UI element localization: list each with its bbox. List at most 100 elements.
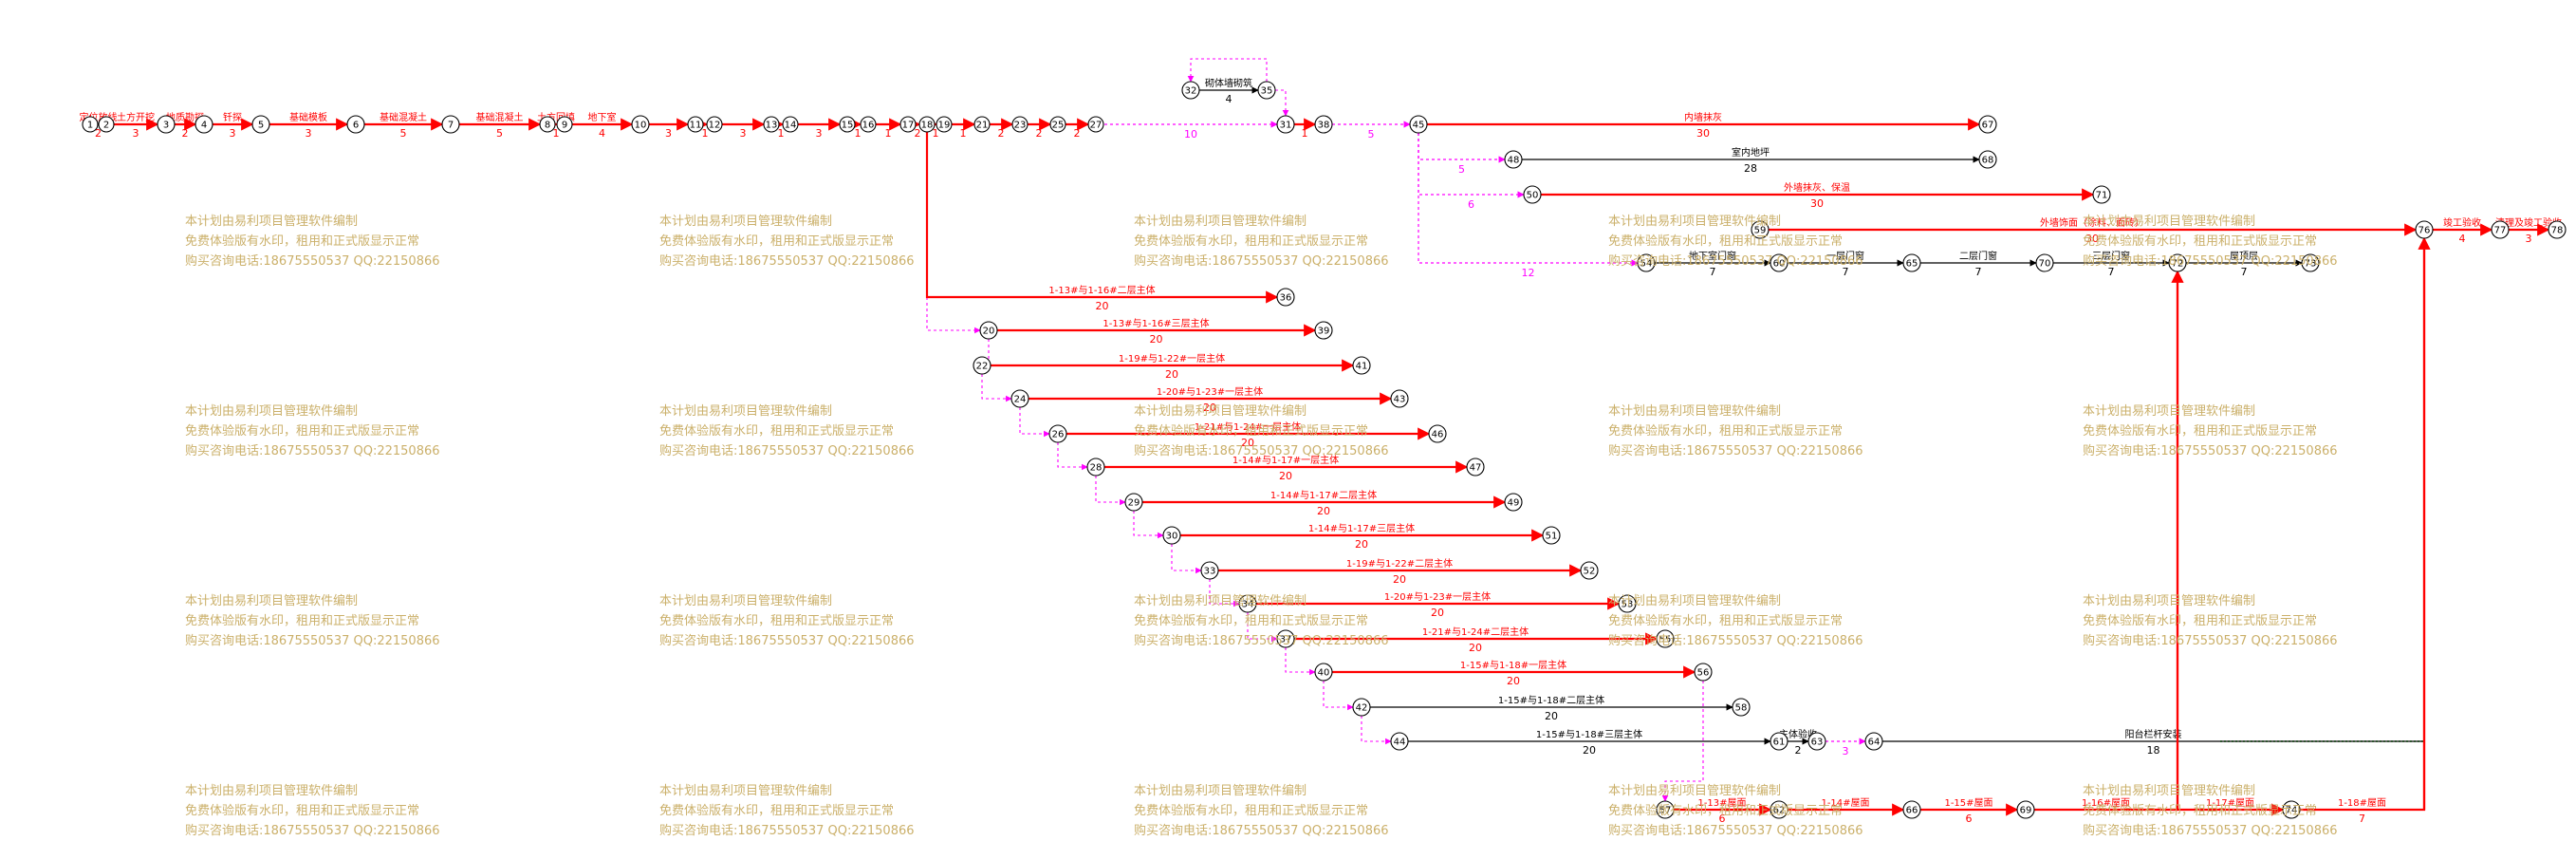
activity-label: 1-14#屋面 [1821,797,1869,809]
watermark-line2: 免费体验版有水印，租用和正式版显示正常 [1608,424,1844,439]
virtual-link-33-34 [1209,579,1240,607]
node-2 [98,116,115,133]
watermark-line1: 本计划由易利项目管理软件编制 [659,594,833,608]
node-59 [1751,220,1770,239]
node-number: 48 [1508,156,1520,166]
activity-duration: 2 [95,127,102,140]
node-number: 55 [1659,635,1672,645]
watermark-line3: 购买咨询电话:18675550537 QQ:22150866 [659,444,915,458]
node-40 [1314,663,1333,682]
watermark-line3: 购买咨询电话:18675550537 QQ:22150866 [1134,634,1389,648]
activity-duration: 7 [2359,813,2365,825]
virtual-link-35-31 [1275,89,1289,117]
activity-label: 1-19#与1-22#一层主体 [1119,353,1225,364]
watermark-block: 本计划由易利项目管理软件编制免费体验版有水印，租用和正式版显示正常购买咨询电话:… [1134,781,1389,841]
watermark-line1: 本计划由易利项目管理软件编制 [185,215,359,229]
activity-duration: 3 [230,127,236,140]
node-46 [1428,424,1447,443]
activity-duration: 4 [1226,93,1232,105]
watermark-line2: 免费体验版有水印，租用和正式版显示正常 [2083,804,2318,818]
activity-duration: 20 [1355,538,1368,551]
node-number: 35 [1261,86,1273,97]
watermark-block: 本计划由易利项目管理软件编制免费体验版有水印，租用和正式版显示正常购买咨询电话:… [2083,591,2338,651]
node-26 [1048,424,1067,443]
activity-duration: 20 [1279,470,1292,482]
watermark-line2: 免费体验版有水印，租用和正式版显示正常 [185,424,420,439]
activity-label: 钎探 [223,111,242,123]
node-78 [2548,220,2567,239]
watermark-line2: 免费体验版有水印，租用和正式版显示正常 [1608,234,1844,249]
node-number: 1 [87,121,93,131]
watermark-line1: 本计划由易利项目管理软件编制 [1134,404,1307,419]
activity-duration: 3 [2526,233,2532,245]
node-18 [918,116,936,133]
node-16 [860,116,877,133]
node-56 [1694,663,1713,682]
node-63 [1807,732,1826,751]
node-14 [782,116,799,133]
node-number: 4 [201,121,207,131]
activity-duration: 20 [1203,402,1216,414]
node-number: 46 [1432,430,1444,440]
node-3 [157,115,176,134]
activity-duration: 30 [1810,197,1824,210]
node-55 [1656,629,1675,648]
activity-duration: 5 [400,127,407,140]
watermark-line2: 免费体验版有水印，租用和正式版显示正常 [1608,804,1844,818]
activity-duration: 18 [2147,744,2160,757]
node-43 [1390,389,1409,408]
node-number: 58 [1735,703,1748,714]
activity-label: 1-13#屋面 [1697,797,1746,809]
node-8 [539,116,556,133]
activity-label: 1-15#与1-18#一层主体 [1460,660,1566,671]
activity-duration: 4 [599,127,605,140]
node-number: 13 [766,121,778,131]
node-19 [936,116,953,133]
watermark-block: 本计划由易利项目管理软件编制免费体验版有水印，租用和正式版显示正常购买咨询电话:… [659,212,915,271]
watermark-line1: 本计划由易利项目管理软件编制 [2083,215,2256,229]
node-76 [2415,220,2434,239]
node-number: 72 [2172,259,2184,270]
node-number: 36 [1280,293,1292,304]
node-70 [2035,253,2054,272]
node-number: 52 [1584,567,1596,577]
virtual-link-37-40 [1285,647,1316,676]
watermark-line2: 免费体验版有水印，租用和正式版显示正常 [1608,614,1844,628]
node-17 [899,116,917,133]
watermark-line1: 本计划由易利项目管理软件编制 [659,404,833,419]
node-number: 37 [1280,635,1292,645]
node-66 [1902,800,1921,819]
virtual-link-24-26 [1019,407,1050,438]
node-60 [1770,253,1788,272]
activity-label: 基础混凝土 [476,111,524,123]
node-58 [1732,698,1751,717]
activity-duration: 7 [1975,266,1982,278]
virtual-link-duration: 12 [1522,267,1535,279]
activity-label: 1-14#与1-17#二层主体 [1270,490,1377,501]
node-number: 9 [562,121,567,131]
activity-duration: 20 [1096,300,1109,312]
watermark-block: 本计划由易利项目管理软件编制免费体验版有水印，租用和正式版显示正常购买咨询电话:… [659,591,915,651]
node-39 [1314,321,1333,340]
watermark-block: 本计划由易利项目管理软件编制免费体验版有水印，租用和正式版显示正常购买咨询电话:… [659,402,915,461]
activity-duration: 1 [885,127,892,140]
node-number: 49 [1508,498,1520,509]
activity-label: 1-15#屋面 [1944,797,1992,809]
activity-label: 地质勘探 [166,111,204,123]
virtual-link-45-50 [1418,133,1525,198]
activity-label: 基础模板 [289,111,327,123]
node-22 [973,356,991,375]
activity-duration: 2 [1795,744,1802,757]
node-number: 20 [983,327,995,337]
node-number: 2 [103,121,109,131]
activity-label: 一层门窗 [1826,250,1864,262]
virtual-link-40-42 [1323,681,1354,711]
watermark-block: 本计划由易利项目管理软件编制免费体验版有水印，租用和正式版显示正常购买咨询电话:… [1608,212,1863,271]
watermark-line2: 免费体验版有水印，租用和正式版显示正常 [1134,614,1369,628]
activity-label: 1-17#屋面 [2206,797,2254,809]
activity-duration: 1 [960,127,967,140]
activity-duration: 6 [1966,813,1973,825]
activity-duration: 30 [1696,127,1710,140]
activity-duration: 3 [740,127,747,140]
activity-label: 阳台栏杆安装 [2125,728,2182,740]
